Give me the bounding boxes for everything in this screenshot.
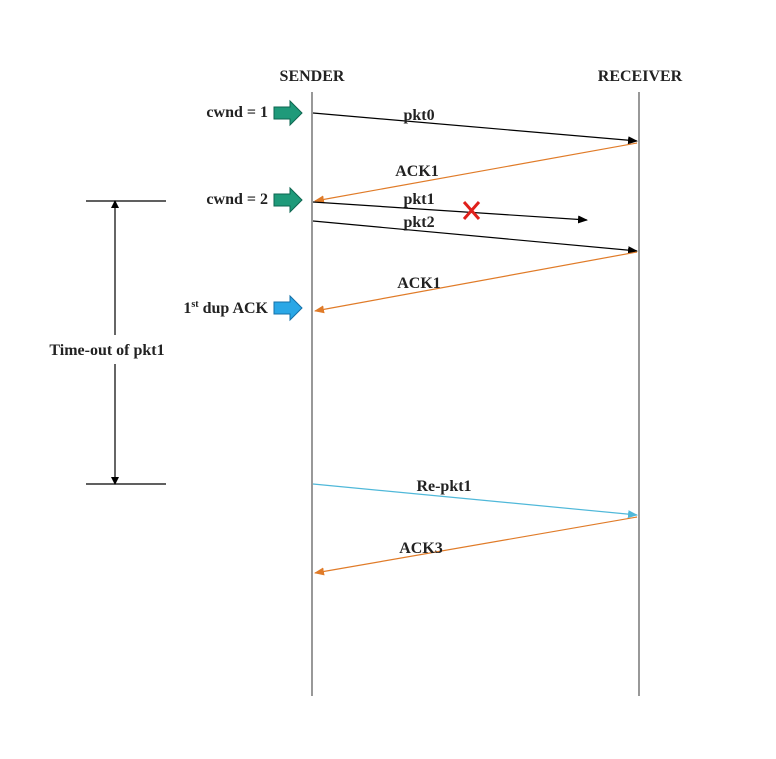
dup-ack-label: 1st dup ACK (183, 299, 268, 317)
pkt2-arrow (312, 220, 638, 255)
dup-ack-superscript: st (191, 299, 199, 310)
receiver-label: RECEIVER (598, 68, 683, 85)
ack1-first-label: ACK1 (395, 163, 439, 180)
re-pkt1-arrow (312, 483, 638, 519)
cwnd1-label: cwnd = 1 (206, 104, 268, 121)
pkt2-label: pkt2 (403, 214, 434, 231)
pkt0-arrow (312, 112, 638, 145)
ack1-dup-arrow (314, 251, 638, 314)
dup-ack-arrow-icon (273, 294, 303, 322)
sender-label: SENDER (280, 68, 345, 85)
cwnd1-arrow-icon (273, 99, 303, 127)
timeout-label: Time-out of pkt1 (49, 342, 164, 359)
packet-loss-icon (462, 201, 481, 220)
cwnd2-label: cwnd = 2 (206, 191, 268, 208)
ack3-arrow (314, 516, 638, 576)
dup-ack-text: dup ACK (199, 300, 269, 317)
ack1-dup-label: ACK1 (397, 275, 441, 292)
pkt1-label: pkt1 (403, 191, 434, 208)
pkt0-label: pkt0 (403, 107, 434, 124)
ack3-label: ACK3 (399, 540, 443, 557)
cwnd2-arrow-icon (273, 186, 303, 214)
ack1-first-arrow (314, 142, 638, 204)
dup-ack-number: 1 (183, 300, 191, 317)
re-pkt1-label: Re-pkt1 (416, 478, 471, 495)
pkt1-arrow (312, 201, 588, 224)
